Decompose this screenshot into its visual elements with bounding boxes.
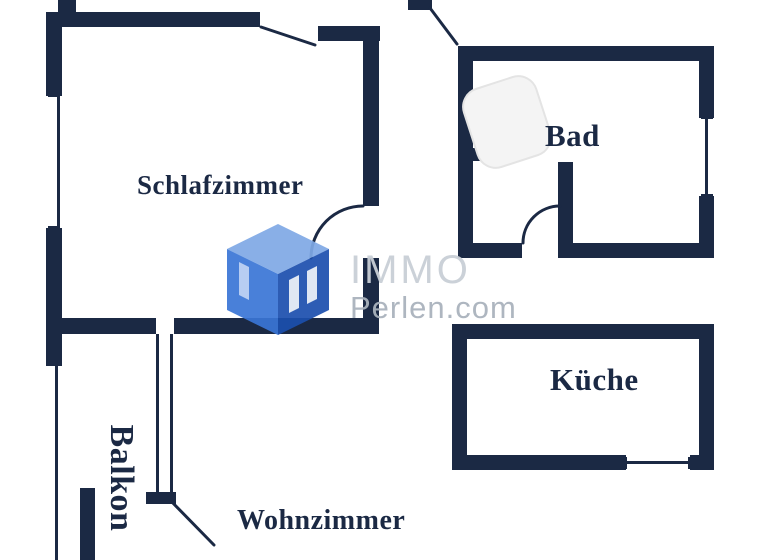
window-tick [48,226,60,229]
wall-segment [46,12,62,96]
wall-segment [452,455,626,470]
wall-segment [699,196,714,258]
wall-segment [58,0,76,14]
wall-segment [46,334,62,366]
balcony-door-line [170,334,173,492]
window-line [57,96,60,228]
logo-building-bar [239,262,249,300]
wall-segment [458,46,714,61]
logo-building-bar [307,266,317,304]
balcony-door-line [156,334,159,492]
window-tick [701,116,713,119]
wall-segment [80,488,95,560]
wall-segment [46,228,62,334]
wall-segment [699,46,714,118]
door-leaf-line [259,25,317,47]
wall-segment [452,324,467,470]
window-line [705,118,708,196]
immo-perlen-logo-icon [227,224,329,335]
wall-segment [146,492,176,504]
window-tick [48,94,60,97]
wall-segment [46,318,156,334]
watermark-brand-bottom: Perlen.com [350,290,517,325]
window-tick [701,194,713,197]
window-tick [688,457,691,469]
logo-building-bar [289,275,299,313]
wall-segment [699,324,714,470]
wall-segment [363,26,379,206]
window-line [626,461,692,464]
room-label-schlafzimmer: Schlafzimmer [137,170,304,200]
room-label-balkon: Balkon [103,424,140,532]
wall-segment [458,243,522,258]
wall-segment [408,0,432,10]
wall-segment [558,162,573,243]
door-leaf-line [166,496,216,547]
room-label-bad: Bad [545,118,600,153]
door-arc [521,204,562,245]
railing-line [55,366,58,560]
door-leaf-line [428,6,459,46]
wall-segment [558,243,714,258]
room-label-wohnzimmer: Wohnzimmer [237,505,406,536]
watermark-brand-top: IMMO [350,248,471,292]
wall-segment [452,324,714,339]
watermark: IMMO Perlen.com [222,222,517,338]
window-tick [624,457,627,469]
wall-segment [46,12,260,27]
wall-segment [690,455,714,470]
room-label-kueche: Küche [550,362,639,397]
watermark-text: IMMO Perlen.com [350,222,517,338]
wall-segment [363,258,379,334]
